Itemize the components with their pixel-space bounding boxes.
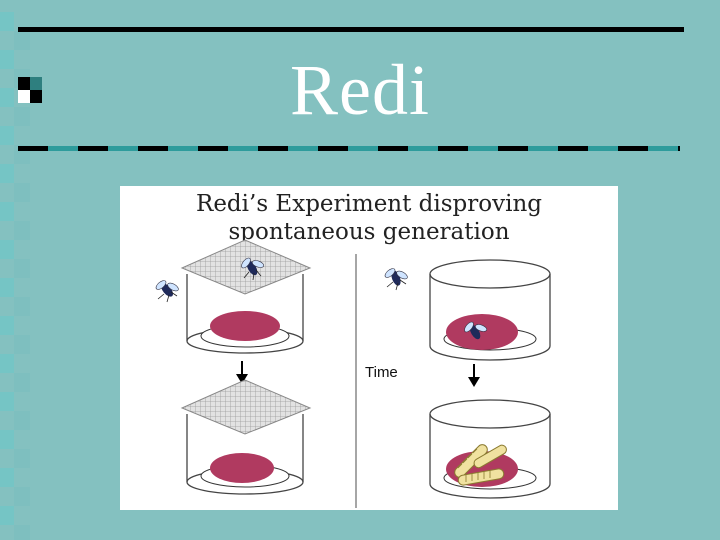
experiment-illustration [155, 239, 551, 508]
title-bullet-icon [18, 77, 42, 103]
meat [210, 311, 280, 341]
slide-title: Redi [290, 50, 430, 130]
top-rule [18, 27, 684, 32]
fly-icon [464, 321, 488, 340]
meat [210, 453, 274, 483]
gauze-cover [180, 379, 312, 435]
covered-jar-top [180, 239, 312, 354]
figure-title-line1: Redi’s Experiment disproving [196, 191, 542, 217]
covered-jar-bottom [180, 379, 312, 495]
fly-icon [241, 257, 265, 281]
down-arrow-icon [236, 361, 248, 384]
down-arrow-icon [468, 364, 480, 387]
dashed-rule [18, 146, 680, 151]
meat [446, 314, 518, 350]
redi-experiment-figure: Redi’s Experiment disproving spontaneous… [120, 186, 618, 510]
fly-icon [384, 268, 408, 291]
maggot-icon [457, 468, 505, 486]
time-label: Time [365, 364, 398, 381]
open-jar-bottom [429, 399, 551, 499]
open-jar-top [429, 259, 551, 361]
figure-title: Redi’s Experiment disproving spontaneous… [120, 190, 618, 246]
figure-title-line2: spontaneous generation [228, 219, 510, 245]
maggot-icon [473, 444, 507, 469]
fly-icon [155, 280, 179, 303]
